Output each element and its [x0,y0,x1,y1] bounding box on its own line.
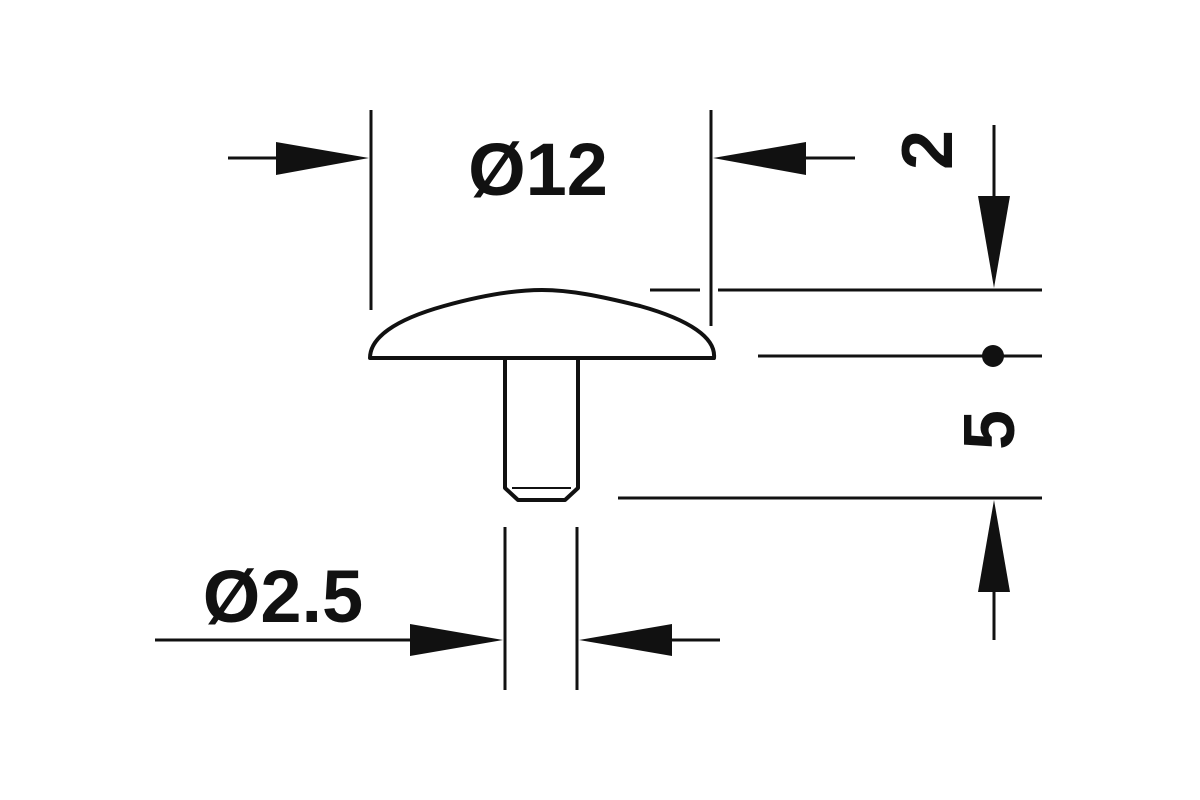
shank-length-label: 5 [950,410,1030,450]
reference-dot [982,345,1004,367]
shank-arrow-head-right [579,624,672,656]
arrow-head-right [713,142,806,175]
height-dimension [618,125,1042,640]
head-diameter-label: Ø12 [468,128,608,211]
cap-shank [503,358,580,502]
cap-head [368,288,717,360]
arrow-head-down [978,196,1010,288]
shank-diameter-dimension [155,527,720,690]
shank-arrow-head-left [410,624,503,656]
cover-cap-outline [368,288,717,502]
shank-diameter-label: Ø2.5 [203,555,363,638]
arrow-head-left [276,142,369,175]
arrow-head-up [978,500,1010,592]
head-diameter-dimension [228,110,855,326]
head-height-label: 2 [888,130,968,170]
